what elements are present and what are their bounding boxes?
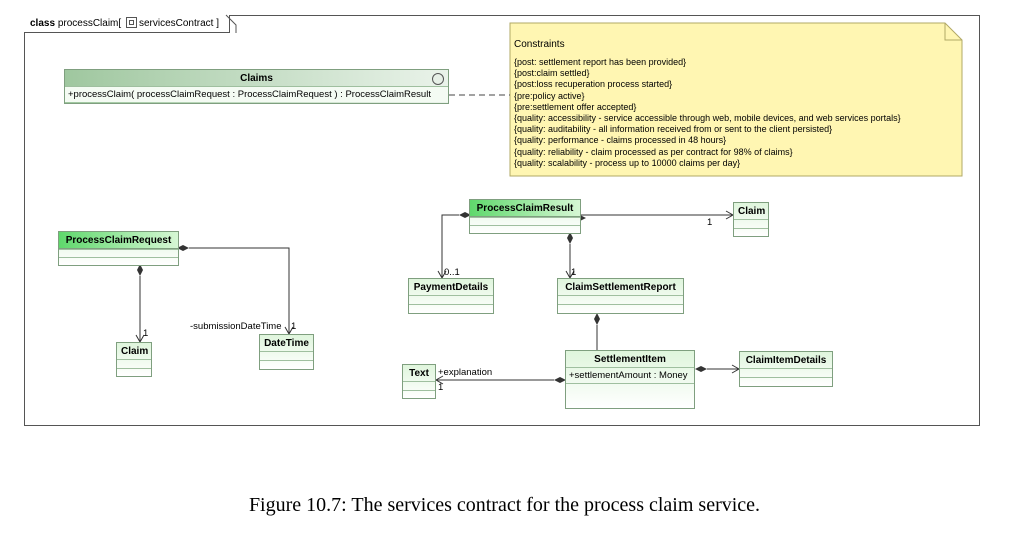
class-process-claim-result-name: ProcessClaimResult	[470, 200, 580, 217]
note-line: {pre:policy active}	[514, 90, 585, 101]
class-process-claim-result: ProcessClaimResult	[469, 199, 581, 234]
class-payment-details-name: PaymentDetails	[413, 282, 489, 293]
class-claim-item-details: ClaimItemDetails	[739, 351, 833, 387]
multiplicity-text: 1	[438, 382, 444, 393]
note-line: {quality: accessibility - service access…	[514, 113, 901, 124]
frame-tab: class processClaim[ servicesContract ]	[24, 15, 230, 33]
class-claim-right-name: Claim	[738, 206, 766, 217]
interface-circle-icon	[432, 73, 444, 85]
class-payment-details: PaymentDetails	[408, 278, 494, 314]
frame-package-name: servicesContract ]	[138, 18, 219, 29]
class-claim-settlement-report: ClaimSettlementReport	[557, 278, 684, 314]
class-claim-left: Claim	[116, 342, 152, 377]
frame-name: processClaim[	[57, 18, 122, 29]
multiplicity-payment-details: 0..1	[444, 267, 460, 278]
class-claim-right: Claim	[733, 202, 769, 237]
note-lines: {post: settlement report has been provid…	[514, 57, 901, 169]
role-explanation: +explanation	[438, 367, 493, 378]
class-settlement-item: SettlementItem +settlementAmount : Money	[565, 350, 695, 409]
note-line: {post:loss recuperation process started}	[514, 79, 673, 90]
note-line: {quality: auditability - all information…	[514, 124, 833, 135]
class-claims-operation: +processClaim( processClaimRequest : Pro…	[65, 86, 448, 102]
class-date-time-name: DateTime	[264, 338, 309, 349]
note-line: {post:claim settled}	[514, 68, 590, 79]
class-process-claim-request-name: ProcessClaimRequest	[59, 232, 178, 249]
note-line: {quality: scalability - process up to 10…	[514, 157, 741, 168]
class-claim-settlement-report-name: ClaimSettlementReport	[565, 282, 676, 293]
class-process-claim-request: ProcessClaimRequest	[58, 231, 179, 266]
figure-caption: Figure 10.7: The services contract for t…	[248, 494, 761, 516]
note-line: {post: settlement report has been provid…	[514, 57, 687, 67]
role-submission-date-time: -submissionDateTime	[190, 321, 282, 332]
class-claims-name: Claims	[240, 73, 273, 84]
class-claim-left-name: Claim	[121, 346, 149, 357]
class-claim-item-details-name: ClaimItemDetails	[745, 355, 827, 366]
multiplicity-claim-right: 1	[707, 217, 713, 228]
class-date-time: DateTime	[259, 334, 314, 370]
class-text: Text	[402, 364, 436, 399]
constraints-note: Constraints {post: settlement report has…	[510, 23, 962, 176]
note-line: {pre:settlement offer accepted}	[514, 101, 637, 112]
multiplicity-date-time: 1	[291, 321, 297, 332]
note-line: {quality: reliability - claim processed …	[514, 146, 793, 157]
class-claims: Claims +processClaim( processClaimReques…	[64, 69, 449, 104]
note-line: {quality: performance - claims processed…	[514, 135, 727, 146]
class-settlement-item-name: SettlementItem	[594, 354, 666, 365]
multiplicity-claim-settlement-report: 1	[571, 267, 577, 278]
class-text-name: Text	[409, 368, 429, 379]
class-settlement-item-attribute: +settlementAmount : Money	[566, 367, 694, 383]
package-icon	[125, 17, 137, 28]
note-title: Constraints	[514, 39, 565, 50]
frame-keyword: class	[30, 18, 56, 29]
multiplicity-claim-left: 1	[143, 328, 149, 339]
